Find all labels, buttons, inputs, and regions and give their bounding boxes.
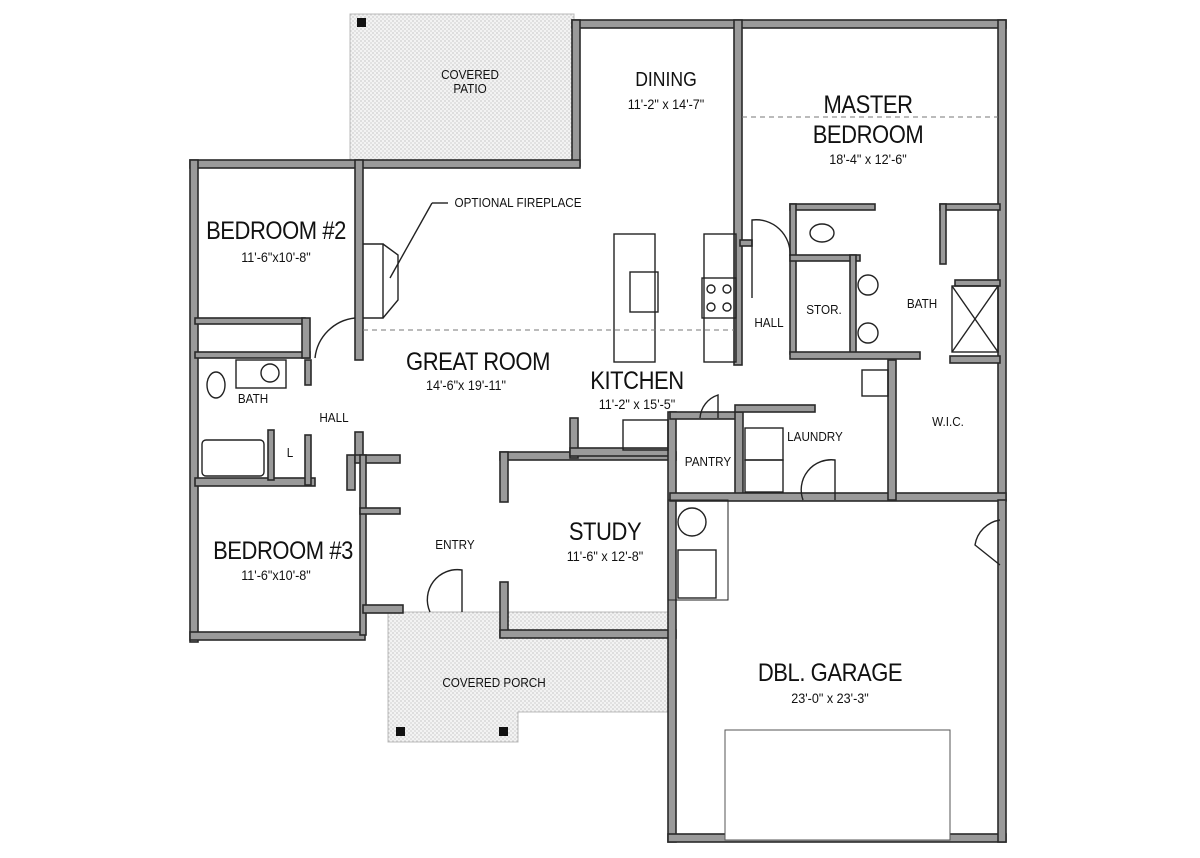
pantry-label: PANTRY (684, 454, 732, 469)
laundry-label: LAUNDRY (787, 429, 843, 444)
covered-porch-label: COVERED PORCH (442, 675, 546, 690)
master-bedroom-line1: MASTER (823, 91, 913, 119)
master-bedroom-line2: BEDROOM (812, 121, 924, 149)
study-label: STUDY (568, 518, 642, 546)
garage-dims: 23'-0" x 23'-3" (791, 690, 869, 706)
master-bath-label: BATH (906, 296, 938, 311)
dining-dims: 11'-2" x 14'-7" (627, 96, 705, 112)
master-bedroom-dims: 18'-4" x 12'-6" (829, 151, 907, 167)
bedroom2-label: BEDROOM #2 (206, 217, 346, 245)
walls (189, 19, 1007, 843)
bedroom2-dims: 11'-6"x10'-8" (241, 249, 311, 265)
covered-patio-area (349, 13, 575, 163)
covered-patio-line1: COVERED (441, 67, 499, 82)
fixtures (201, 116, 1001, 613)
bedroom3-label: BEDROOM #3 (213, 537, 353, 565)
garage-label: DBL. GARAGE (757, 659, 903, 687)
kitchen-label: KITCHEN (590, 367, 684, 395)
kitchen-dims: 11'-2" x 15'-5" (598, 396, 676, 412)
wic-label: W.I.C. (932, 414, 964, 429)
hall-right-label: HALL (754, 315, 784, 330)
fireplace-annotation: OPTIONAL FIREPLACE (454, 195, 582, 210)
great-room-dims: 14'-6"x 19'-11" (425, 377, 507, 393)
storage-label: STOR. (806, 302, 842, 317)
entry-label: ENTRY (435, 537, 475, 552)
dining-label: DINING (635, 69, 697, 91)
bath-label: BATH (237, 391, 269, 406)
study-dims: 11'-6" x 12'-8" (566, 548, 644, 564)
linen-label: L (286, 445, 294, 460)
hall-left-label: HALL (319, 410, 349, 425)
covered-patio-line2: PATIO (453, 80, 487, 96)
great-room-label: GREAT ROOM (406, 348, 550, 376)
bedroom3-dims: 11'-6"x10'-8" (241, 567, 311, 583)
